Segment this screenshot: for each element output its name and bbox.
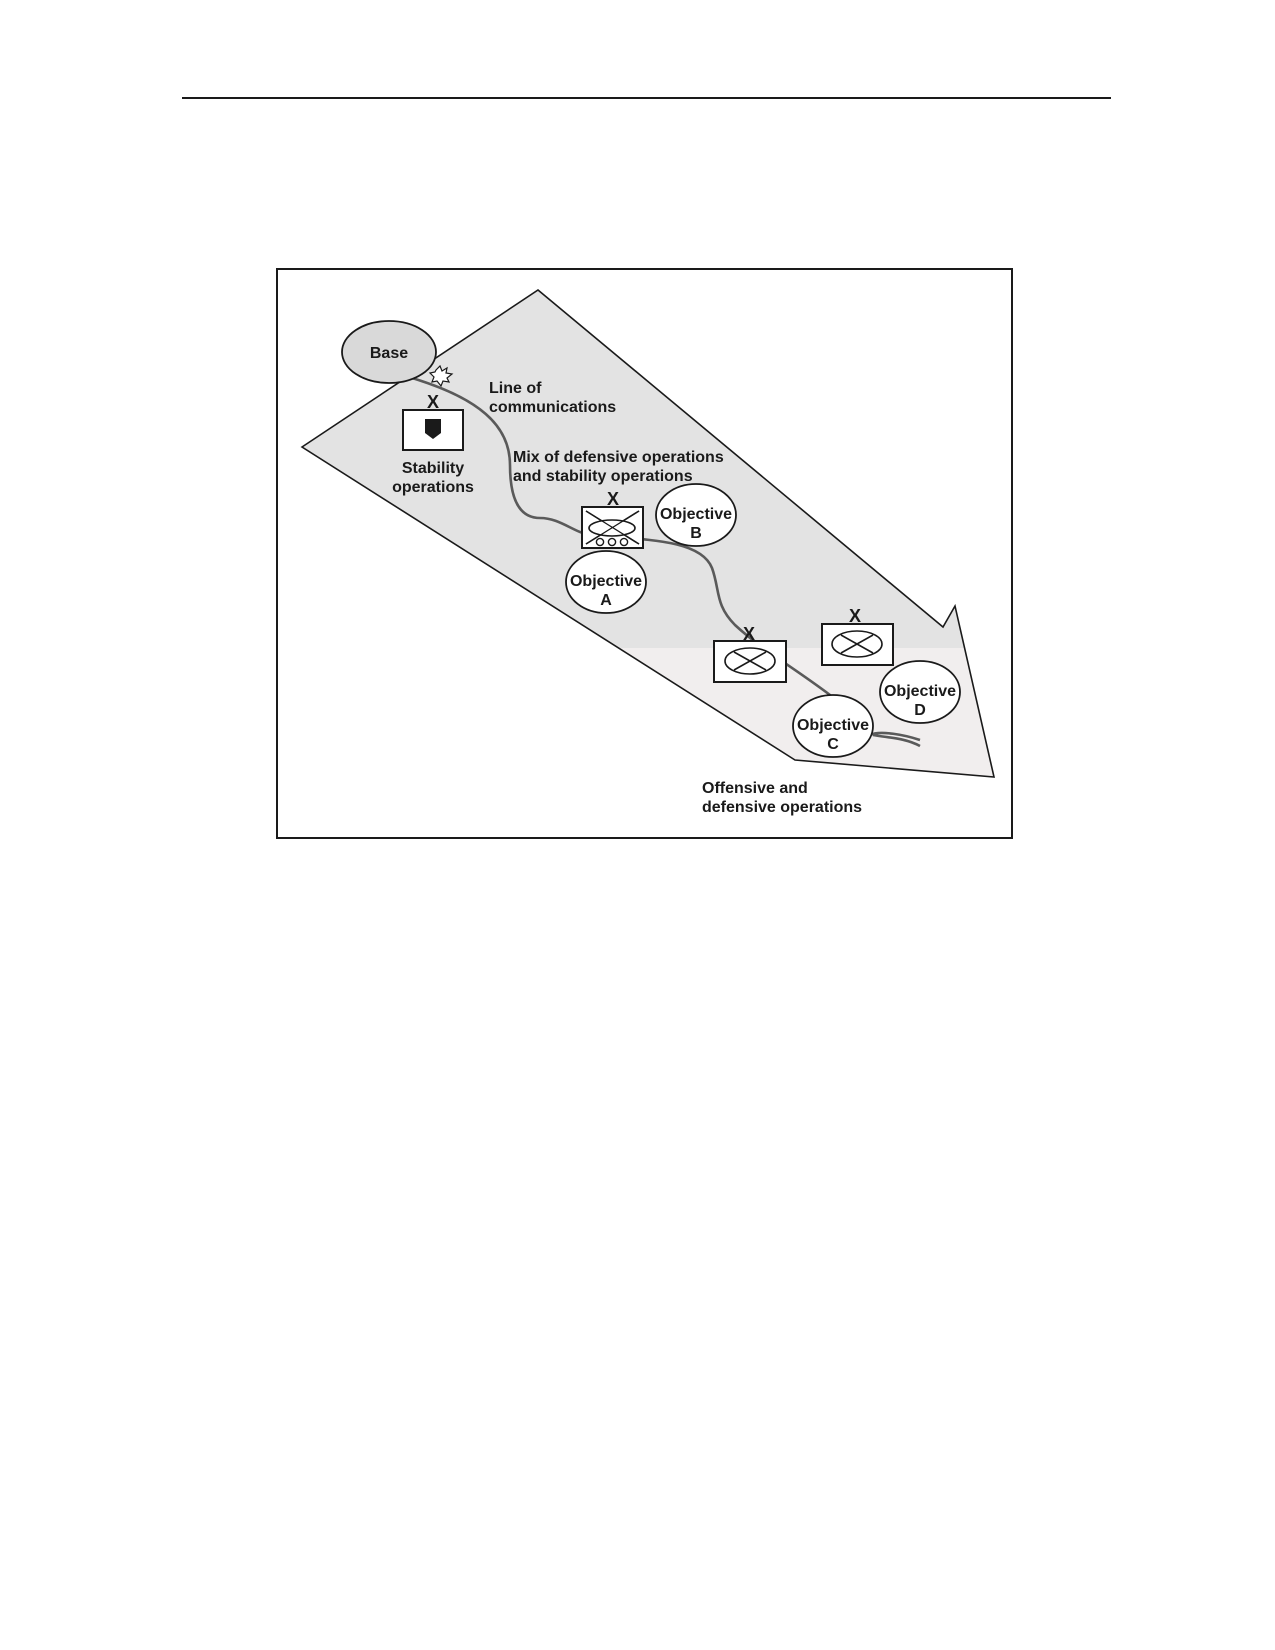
page-header-rule — [182, 97, 1111, 99]
brigade-echelon-mark: X — [427, 392, 439, 412]
objective-d-label-1: Objective — [884, 683, 956, 700]
operations-arrow-outline — [300, 289, 996, 778]
objective-d-label-2: D — [914, 702, 926, 719]
stability-operations-label-1: Stability — [402, 460, 464, 477]
base-ellipse — [341, 320, 437, 384]
brigade-echelon-mark: X — [743, 624, 755, 644]
objective-c-label-1: Objective — [797, 717, 869, 734]
objective-b-label-2: B — [690, 525, 702, 542]
brigade-echelon-mark: X — [849, 606, 861, 626]
offensive-defensive-label-1: Offensive and — [702, 780, 808, 797]
objective-a-label-2: A — [600, 592, 612, 609]
armored-brigade-symbol: X — [581, 489, 644, 549]
objective-b-ellipse — [655, 483, 737, 547]
mechanized-brigade-symbol: X — [713, 624, 787, 683]
shield-icon — [425, 419, 441, 439]
brigade-echelon-mark: X — [607, 489, 619, 509]
mechanized-brigade-symbol: X — [821, 606, 894, 666]
objective-c-ellipse — [792, 694, 874, 758]
stability-operations-label-2: operations — [392, 479, 474, 496]
objective-a-label-1: Objective — [570, 573, 642, 590]
objective-d-ellipse — [879, 660, 961, 724]
line-of-communications-label-2: communications — [489, 399, 616, 416]
objective-a-ellipse — [565, 550, 647, 614]
objective-b-label-1: Objective — [660, 506, 732, 523]
mix-operations-label-1: Mix of defensive operations — [513, 449, 724, 466]
mix-operations-label-2: and stability operations — [513, 468, 693, 485]
line-of-communications-label-1: Line of — [489, 380, 542, 397]
stability-brigade-symbol: X — [402, 392, 464, 451]
line-of-communications-route-tail — [872, 733, 921, 748]
base-label: Base — [370, 345, 408, 362]
offensive-defensive-label-2: defensive operations — [702, 799, 862, 816]
objective-c-label-2: C — [827, 736, 839, 753]
explosion-icon — [428, 364, 454, 388]
